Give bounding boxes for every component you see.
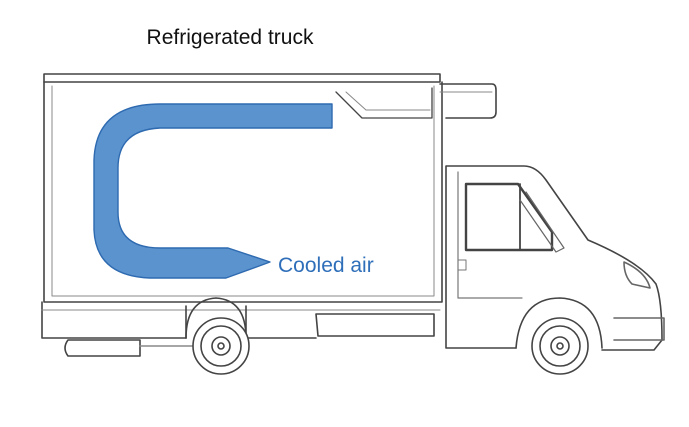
refrigeration-unit [439,83,497,119]
cargo-panel [51,85,435,297]
diagram-title: Refrigerated truck [146,26,314,49]
side-step [64,339,141,357]
cooled-air-label: Cooled air [278,254,374,277]
evaporator-duct [335,87,433,119]
front-bumper [613,317,665,341]
front-wheel-arch [515,297,603,349]
truck-cab [445,165,663,351]
rear-wheel-arch [185,297,247,339]
cargo-roof [43,73,441,83]
wheel-icon [192,317,250,375]
headlight [623,261,651,289]
wheel-icon [531,317,589,375]
cab-window [464,182,554,252]
cargo-box [43,81,443,303]
cooled-air-arrow [93,103,333,279]
chassis-frame [41,301,435,339]
